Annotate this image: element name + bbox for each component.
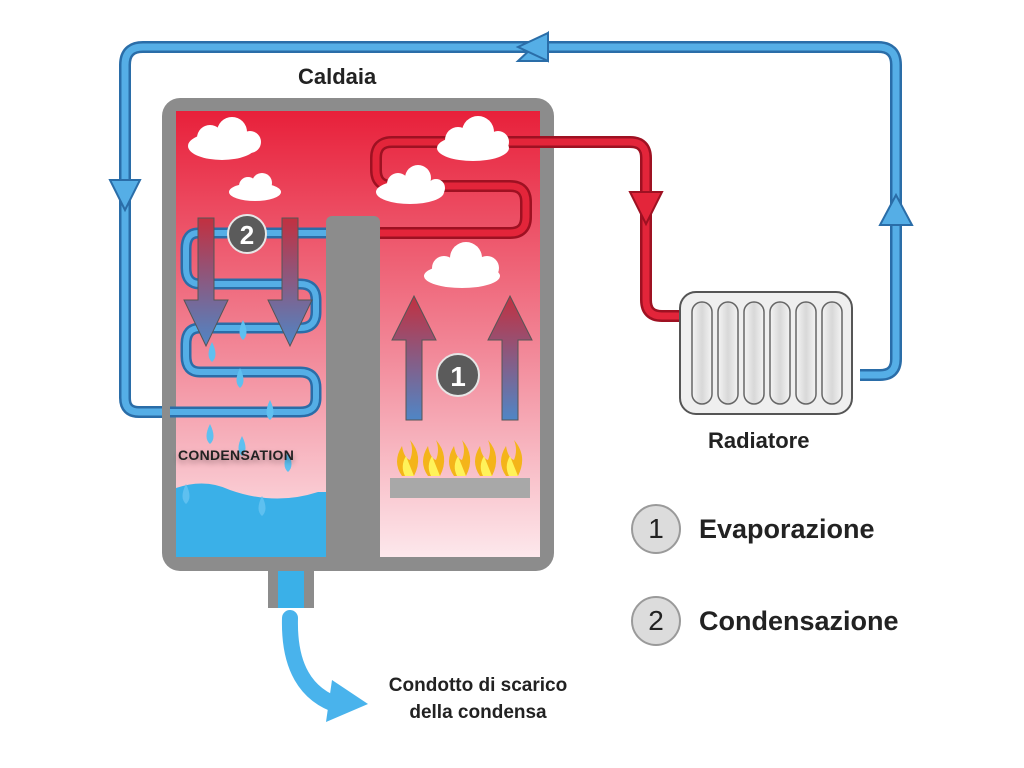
drain-label-line2: della condensa — [409, 702, 547, 723]
cold-return-pipe — [119, 41, 902, 418]
legend-number-circle: 1 — [631, 504, 681, 554]
heat-exchanger-coil-left — [170, 227, 326, 418]
boiler-casing — [162, 98, 554, 608]
heat-exchanger-coil-right — [370, 136, 685, 322]
condensation-zone-label: CONDENSATION — [178, 447, 295, 463]
cloud-icon — [424, 242, 500, 288]
flow-arrow-icon — [515, 30, 549, 63]
flow-arrow-icon — [487, 294, 533, 421]
cloud-icon — [376, 165, 445, 204]
flow-arrow-icon — [628, 191, 664, 227]
cloud-icon — [437, 116, 509, 161]
legend-item-evaporation: 1 Evaporazione — [631, 504, 875, 554]
legend-label: Condensazione — [699, 605, 899, 636]
radiator-title: Radiatore — [708, 428, 810, 453]
marker-condensation-number: 2 — [240, 220, 254, 250]
radiator-icon — [679, 291, 853, 415]
flame-icon — [397, 440, 523, 476]
marker-condensation: 2 — [227, 214, 267, 254]
legend-item-condensation: 2 Condensazione — [631, 596, 899, 646]
water-drop-icon — [182, 320, 292, 516]
drain-arrow-icon — [281, 610, 368, 722]
marker-evaporation: 1 — [436, 353, 480, 397]
flow-arrow-icon — [267, 217, 313, 348]
legend-number-circle: 2 — [631, 596, 681, 646]
drain-label: Condotto di scarico della condensa — [362, 672, 594, 726]
flow-arrow-icon — [878, 192, 914, 226]
boiler-title: Caldaia — [298, 64, 377, 89]
cloud-icon — [229, 173, 281, 201]
cloud-icon — [188, 117, 261, 160]
flow-arrow-icon — [183, 217, 229, 348]
burner — [390, 440, 530, 498]
marker-evaporation-number: 1 — [450, 361, 466, 392]
drain-label-line1: Condotto di scarico — [388, 675, 568, 696]
flow-arrow-icon — [108, 179, 142, 213]
legend-label: Evaporazione — [699, 513, 875, 544]
flow-arrow-icon — [391, 294, 437, 421]
